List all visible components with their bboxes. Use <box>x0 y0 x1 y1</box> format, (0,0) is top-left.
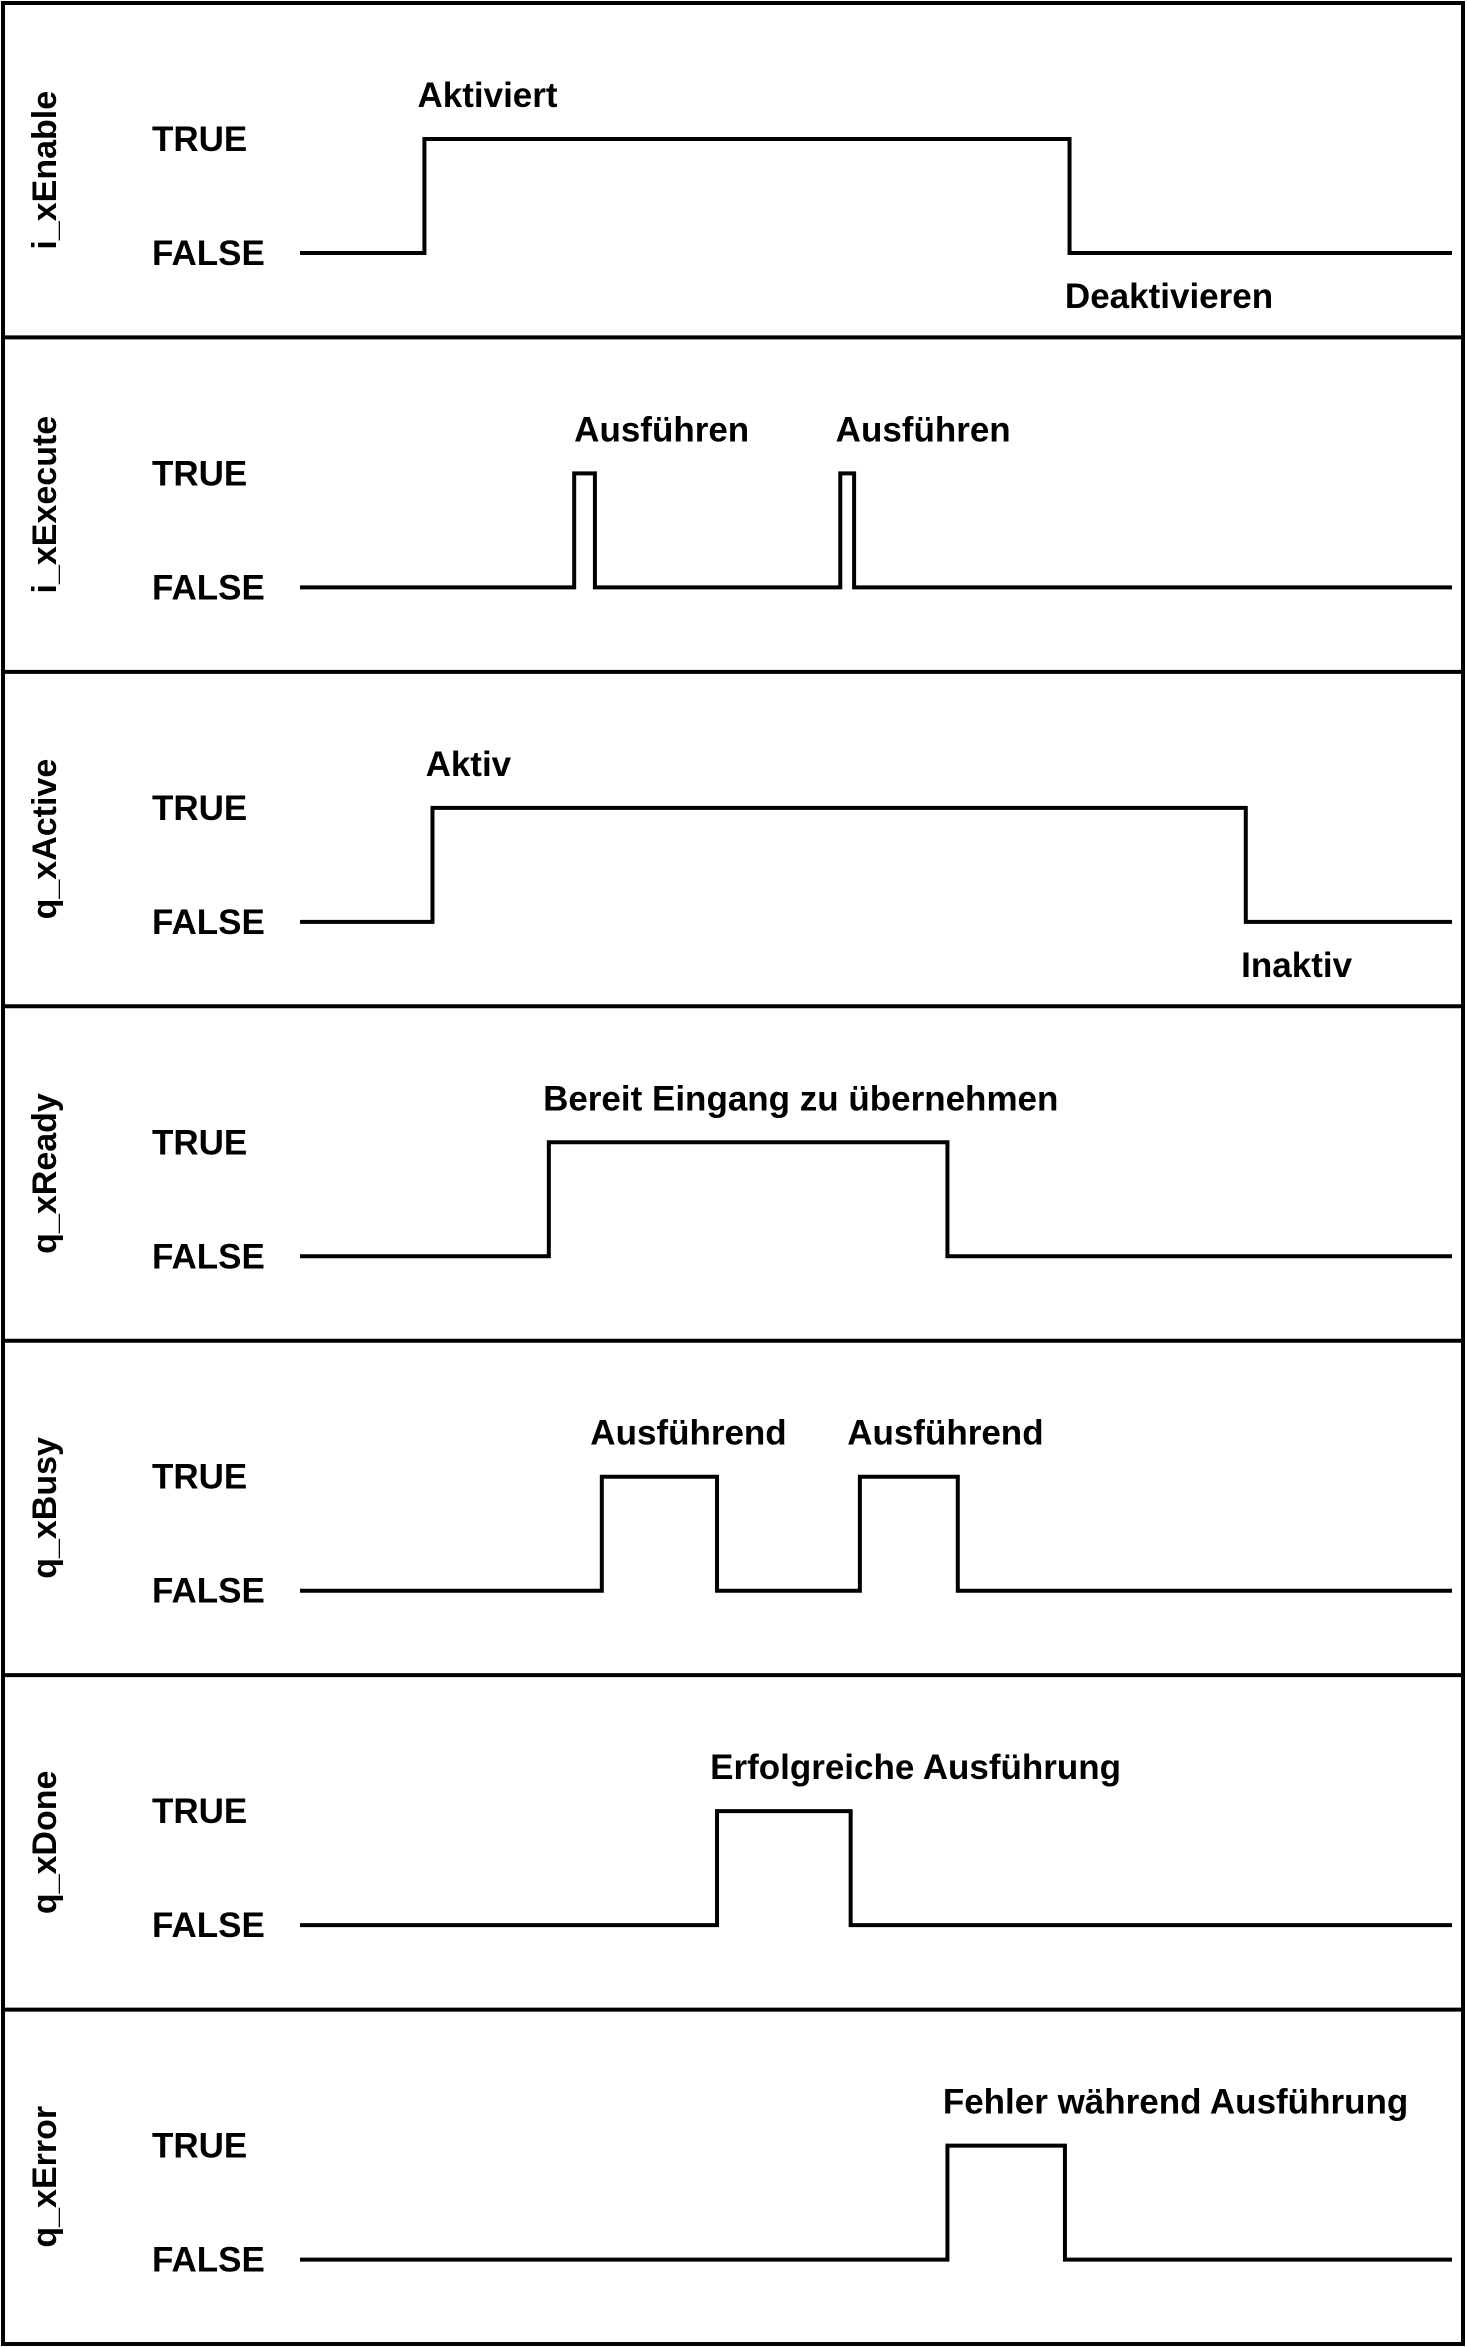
level-true-label: TRUE <box>152 1458 247 1497</box>
level-false-label: FALSE <box>152 568 265 607</box>
signal-name: i_xExecute <box>26 416 64 594</box>
waveform-q_xBusy <box>300 1474 1452 1593</box>
waveform-q_xError <box>300 2143 1452 2262</box>
signal-name: q_xActive <box>26 759 64 920</box>
waveform-q_xActive <box>300 805 1452 924</box>
level-false-label: FALSE <box>152 1906 265 1945</box>
waveform-i_xEnable <box>300 137 1452 255</box>
annotation-label: Ausführen <box>574 410 749 449</box>
level-false-label: FALSE <box>152 2241 265 2280</box>
level-true-label: TRUE <box>152 454 247 493</box>
annotation-label: Fehler während Ausführung <box>943 2083 1408 2122</box>
signal-panel-q_xError: q_xError TRUE FALSE Fehler während Ausführu… <box>3 2007 1463 2280</box>
annotation-label: Aktiv <box>426 745 512 784</box>
annotation-label: Ausführend <box>847 1414 1043 1453</box>
signal-name: q_xDone <box>26 1771 64 1915</box>
level-false-label: FALSE <box>152 234 265 273</box>
annotation-label: Inaktiv <box>1241 946 1352 985</box>
signal-panel-q_xDone: q_xDone TRUE FALSE Erfolgreiche Ausführung <box>3 1673 1463 1945</box>
level-false-label: FALSE <box>152 1572 265 1611</box>
level-true-label: TRUE <box>152 1792 247 1831</box>
waveform-q_xReady <box>300 1140 1452 1259</box>
annotation-label: Deaktivieren <box>1065 277 1273 316</box>
level-true-label: TRUE <box>152 2127 247 2166</box>
level-true-label: TRUE <box>152 1123 247 1162</box>
signal-panel-q_xBusy: q_xBusy TRUE FALSE Ausführend Ausführend <box>3 1338 1463 1611</box>
signal-name: q_xReady <box>26 1093 64 1254</box>
annotation-label: Bereit Eingang zu übernehmen <box>543 1079 1058 1118</box>
signal-name: i_xEnable <box>26 91 64 250</box>
annotation-label: Erfolgreiche Ausführung <box>710 1748 1121 1787</box>
waveform-i_xExecute <box>300 471 1452 590</box>
annotation-label: Aktiviert <box>418 76 558 115</box>
level-true-label: TRUE <box>152 789 247 828</box>
signal-panel-i_xExecute: i_xExecute TRUE FALSE Ausführen Ausführen <box>3 335 1463 607</box>
waveform-q_xDone <box>300 1809 1452 1928</box>
level-false-label: FALSE <box>152 1237 265 1276</box>
level-true-label: TRUE <box>152 120 247 159</box>
signal-name: q_xBusy <box>26 1437 64 1579</box>
annotation-label: Ausführen <box>836 410 1011 449</box>
signal-panel-q_xReady: q_xReady TRUE FALSE Bereit Eingang zu übern… <box>3 1004 1463 1276</box>
signal-name: q_xError <box>26 2106 64 2248</box>
annotation-label: Ausführend <box>590 1414 786 1453</box>
level-false-label: FALSE <box>152 903 265 942</box>
